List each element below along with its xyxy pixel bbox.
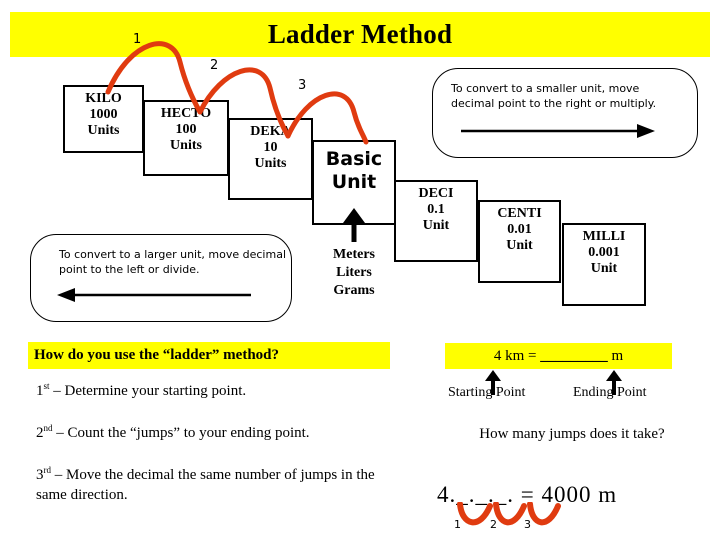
jump-label-3: 3 [298,78,307,93]
ladder-step-basic-unit: Basic Unit [312,140,396,225]
step-value: Unit [331,171,377,193]
arrow-right-icon [461,124,655,138]
example-equation-right: m [607,348,624,364]
answer-jump-arc-3 [527,502,561,526]
step-value: 0.01 [507,222,532,237]
answer-jump-arc-1 [457,502,493,526]
instruction-step-1-ordinal: 1 [36,383,44,399]
example-equation: 4 km = _________ m [445,343,672,369]
step-name: Basic [325,148,383,170]
instructions-highlight-bar [28,342,390,369]
instruction-step-2-text: – Count the “jumps” to your ending point… [52,425,310,441]
how-many-jumps-question: How many jumps does it take? [479,426,665,442]
step-name: KILO [85,91,122,106]
ladder-step-deka: DEKA 10 Units [228,118,313,200]
step-unit: Units [254,156,287,171]
step-name: MILLI [582,229,626,244]
instruction-step-3-ordinal: 3 [36,467,44,483]
instruction-step-3-text: – Move the decimal the same number of ju… [36,467,375,503]
example-highlight-bar [445,343,672,369]
step-unit: Unit [422,218,450,233]
example-equation-left: 4 km = [493,348,541,364]
instruction-step-1-text: – Determine your starting point. [49,383,247,399]
step-name: DEKA [250,124,291,139]
step-unit: Units [87,123,120,138]
callout-larger-text: To convert to a larger unit, move decima… [59,248,286,276]
answer-jump-arc-2 [493,502,527,526]
ladder-step-hecto: HECTO 100 Units [143,100,229,176]
ending-point-label: Ending Point [573,385,647,400]
ending-point-arrow-icon [606,370,622,395]
step-value: 10 [263,140,278,155]
instruction-step-2-ordinal: 2 [36,425,44,441]
starting-point-arrow-icon [485,370,501,395]
answer-jump-label-3: 3 [524,518,531,531]
instruction-step-1: 1st – Determine your starting point. [36,376,376,401]
page-title: Ladder Method [267,19,453,49]
ladder-step-centi: CENTI 0.01 Unit [478,200,561,283]
step-name: CENTI [497,206,542,221]
ladder-step-deci: DECI 0.1 Unit [394,180,478,262]
callout-convert-larger: To convert to a larger unit, move decima… [30,234,292,322]
instructions-heading: How do you use the “ladder” method? [34,347,280,363]
jump-label-1: 1 [133,32,142,47]
callout-convert-smaller: To convert to a smaller unit, move decim… [432,68,698,158]
instruction-step-2: 2nd – Count the “jumps” to your ending p… [36,418,396,443]
instruction-step-2-suffix: nd [43,423,53,433]
ladder-step-kilo: KILO 1000 Units [63,85,144,153]
instruction-step-1-suffix: st [43,381,50,391]
basic-unit-name-meters: Meters [333,247,375,262]
step-value: 0.001 [588,245,620,260]
step-unit: Unit [506,238,533,253]
answer-jump-label-2: 2 [490,518,497,531]
step-unit: Units [170,138,202,153]
starting-point-label: Starting Point [448,385,526,400]
arrow-up-icon [343,208,365,242]
step-name: HECTO [160,106,212,121]
instruction-step-3: 3rd – Move the decimal the same number o… [36,460,376,505]
ladder-step-milli: MILLI 0.001 Unit [562,223,646,306]
callout-smaller-text: To convert to a smaller unit, move decim… [451,82,657,110]
answer-jump-label-1: 1 [454,518,461,531]
instruction-step-3-suffix: rd [43,465,52,475]
answer-line: 4._._._. = 4000 m [437,482,618,507]
basic-unit-name-grams: Grams [333,283,375,298]
step-value: 0.1 [427,202,445,217]
arrow-left-icon [57,288,251,302]
answer-jump-arcs [457,502,561,526]
step-unit: Unit [590,261,618,276]
jump-label-2: 2 [210,58,219,73]
basic-unit-name-liters: Liters [336,265,372,280]
basic-unit-names: Meters Liters Grams [312,246,396,300]
step-value: 1000 [89,107,118,122]
example-equation-blank: _________ [540,348,608,364]
step-name: DECI [418,186,454,201]
step-value: 100 [175,122,197,137]
